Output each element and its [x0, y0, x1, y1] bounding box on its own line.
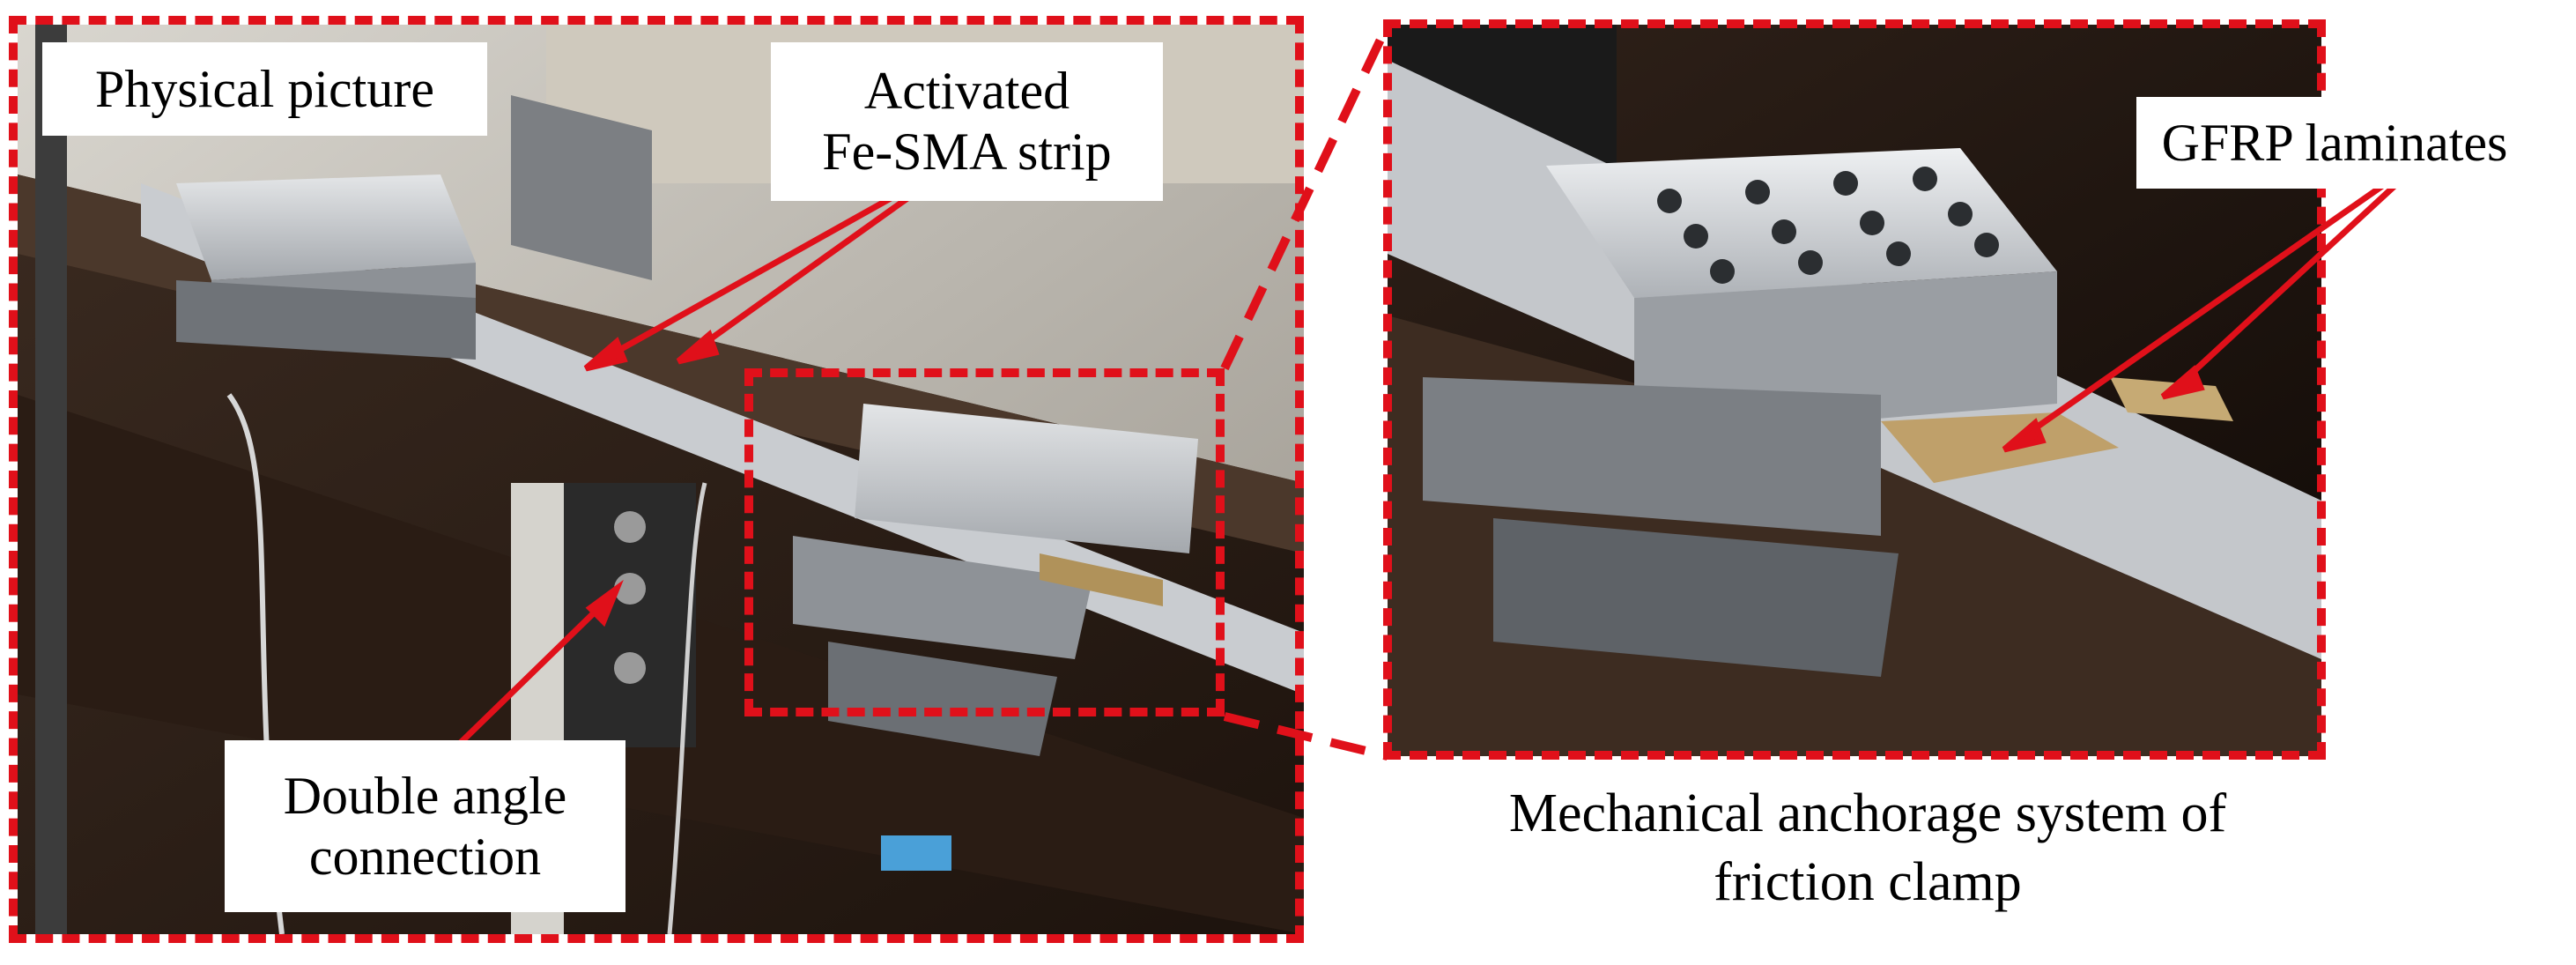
label-double-line2: connection	[308, 827, 542, 886]
label-gfrp-text: GFRP laminates	[2161, 113, 2508, 172]
label-activated-line1: Activated	[863, 62, 1070, 120]
label-activated-line2: Fe-SMA strip	[822, 122, 1112, 181]
label-double-line1: Double angle	[283, 766, 567, 825]
label-double-angle: Double angle connection	[225, 740, 625, 912]
caption-line2: friction clamp	[1714, 851, 2022, 912]
caption-line1: Mechanical anchorage system of	[1508, 783, 2227, 843]
label-physical-text: Physical picture	[95, 59, 434, 118]
label-activated-strip: Activated Fe-SMA strip	[771, 42, 1163, 201]
label-gfrp-laminates: GFRP laminates	[2136, 97, 2533, 189]
figure-caption: Mechanical anchorage system of friction …	[1427, 780, 2308, 917]
label-physical-picture: Physical picture	[42, 42, 487, 136]
